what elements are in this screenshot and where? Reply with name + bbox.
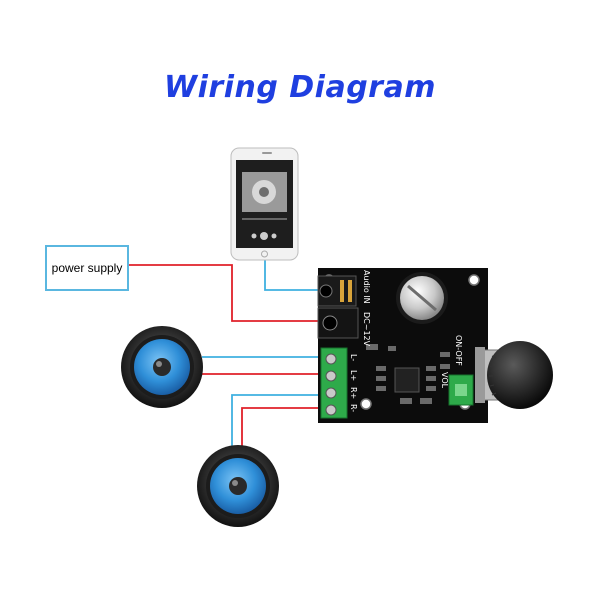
- wire-speaker2-red: [241, 407, 322, 450]
- terminal-label-l-plus: L+: [349, 370, 358, 381]
- on-off-label: ON-OFF: [454, 335, 463, 366]
- smartphone: [230, 147, 299, 261]
- capacitor: [396, 272, 448, 324]
- mount-hole: [360, 398, 372, 410]
- power-supply-label: power supply: [51, 261, 123, 275]
- smd-components: [366, 344, 450, 404]
- dc-label: DC~12V: [362, 312, 371, 347]
- mount-hole: [468, 274, 480, 286]
- volume-knob: [475, 341, 553, 409]
- terminal-block: [320, 347, 348, 419]
- diagram-title: Wiring Diagram: [164, 70, 436, 105]
- speaker-left: [121, 326, 203, 408]
- speaker-right: [197, 445, 279, 527]
- wire-speaker2-blue: [231, 394, 322, 450]
- amplifier-board: Audio IN DC~12V L- L+ R+ R- ON-OFF VOL: [317, 268, 488, 423]
- vol-label: VOL: [440, 372, 449, 389]
- wires: [129, 258, 322, 450]
- terminal-label-r-plus: R+: [349, 387, 358, 399]
- audio-in-label: Audio IN: [362, 270, 371, 304]
- terminal-label-l-minus: L-: [349, 354, 358, 361]
- amp-chip: [394, 367, 420, 393]
- power-supply-box: power supply: [45, 245, 129, 291]
- wire-power-red: [129, 264, 318, 322]
- terminal-label-r-minus: R-: [349, 404, 358, 412]
- wire-audio-blue: [264, 258, 320, 291]
